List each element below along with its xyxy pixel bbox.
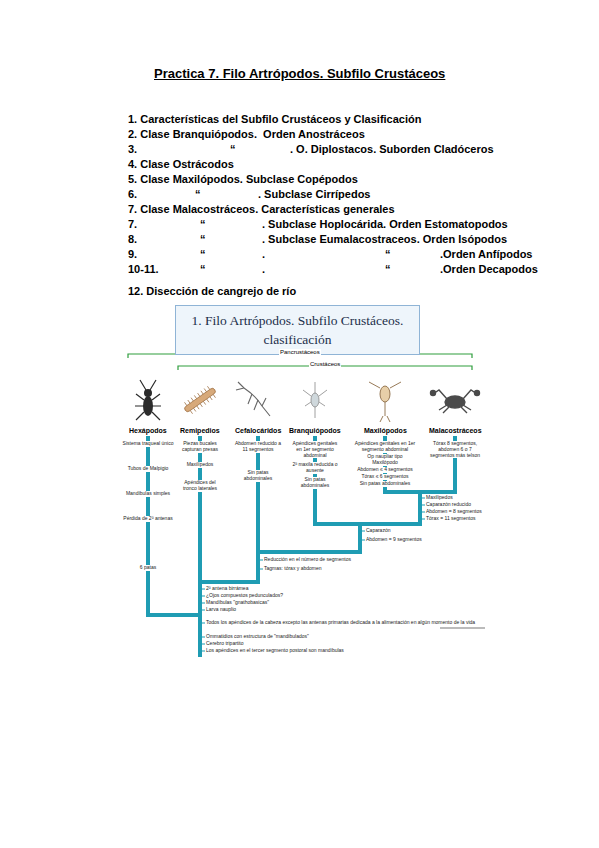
- taxon-name: Maxilópodos: [363, 427, 408, 434]
- list-item: 10-11.: [128, 263, 159, 275]
- list-item: 8.: [128, 233, 137, 245]
- list-item: “: [385, 263, 391, 275]
- list-item: “: [200, 248, 206, 260]
- page-title: Practica 7. Filo Artrópodos. Subfilo Cru…: [154, 66, 445, 81]
- character-label: 6 patas: [120, 565, 176, 571]
- taxon-name: Remipedios: [179, 427, 221, 434]
- list-item: “: [200, 218, 206, 230]
- character-label: Reducción en el número de segmentos: [264, 557, 351, 563]
- list-item: 1. Características del Subfilo Crustáceo…: [128, 113, 421, 125]
- group-bracket-label: Crustáceos: [309, 361, 341, 367]
- list-item: 7. Clase Malacostráceos. Características…: [128, 203, 395, 215]
- character-ticks: [200, 498, 425, 651]
- taxon-name: Hexápodos: [128, 427, 168, 434]
- list-item: 6.: [128, 188, 137, 200]
- character-label: Larva nauplio: [206, 607, 236, 613]
- character-label: Mandíbulas simples: [120, 491, 176, 497]
- character-label: Abdomen ≤ 4 segmentos: [354, 467, 416, 473]
- list-item: 7.: [128, 218, 137, 230]
- separator: [440, 627, 485, 629]
- character-label: Los apéndices en el tercer segmento post…: [206, 648, 344, 654]
- character-label: Tubos de Malpigio: [120, 466, 176, 472]
- list-item: .Orden Anfípodos: [440, 248, 532, 260]
- character-label: Cerebro tripartito: [206, 641, 244, 647]
- taxon-name: Cefalocáridos: [234, 427, 282, 434]
- list-item: . Subclase Cirrípedos: [258, 188, 370, 200]
- character-label: Ommatidios con estructura de "mandibulad…: [206, 634, 309, 640]
- taxon-name: Branquiópodos: [288, 427, 342, 434]
- list-item: “: [385, 248, 391, 260]
- taxon-icons: [135, 380, 480, 422]
- character-label: ¿Ojos compuestos pedunculados?: [206, 593, 283, 599]
- list-item: 2. Clase Branquiópodos. Orden Anostráceo…: [128, 128, 365, 140]
- list-item: 9.: [128, 248, 137, 260]
- list-item: .: [262, 248, 265, 260]
- character-label: Pérdida de 2ª antenas: [120, 516, 176, 522]
- character-label: Apéndices del tronco laterales: [178, 480, 222, 492]
- list-item: “: [200, 263, 206, 275]
- character-label: Tórax ≤ 6 segmentos: [354, 474, 416, 480]
- character-label: Tórax = 11 segmentos: [426, 516, 476, 522]
- list-item: “: [195, 188, 201, 200]
- character-label: Caparazón: [366, 528, 390, 534]
- character-label: Tórax 8 segmentos, abdomen 6 o 7 segment…: [429, 441, 481, 458]
- character-label: Maxilípedos: [426, 495, 453, 501]
- list-item: .: [262, 263, 265, 275]
- character-label: Caparazón reducido: [426, 502, 471, 508]
- list-item: .Orden Decapodos: [440, 263, 538, 275]
- list-item: 3.: [128, 143, 137, 155]
- character-label: Mandíbulas "gnathobasicas": [206, 600, 269, 606]
- taxon-name: Malacostráceos: [428, 427, 483, 434]
- list-item: 12. Disección de cangrejo de río: [128, 285, 296, 297]
- list-item: “: [230, 143, 236, 155]
- character-label: Op naupliar tipo Maxilópodo: [354, 454, 416, 466]
- character-label: Tagmas: tórax y abdomen: [264, 566, 322, 572]
- character-label: Sin patas abdominales: [292, 477, 338, 489]
- list-item: 5. Clase Maxilópodos. Subclase Copépodos: [128, 173, 358, 185]
- character-label: Todos los apéndices de la cabeza excepto…: [206, 620, 476, 626]
- list-item: . Subclase Hoplocárida. Orden Estomatopo…: [262, 218, 508, 230]
- character-label: Apéndices genitales en 1er segmento abdo…: [292, 441, 338, 458]
- character-label: Apéndices genitales en 1er segmento abdo…: [354, 441, 416, 453]
- list-item: 4. Clase Ostrácodos: [128, 158, 234, 170]
- character-label: Abdomen = 8 segmentos: [426, 509, 482, 515]
- character-label: 2ª maxila reducida o ausente: [292, 462, 338, 474]
- list-item: . O. Diplostacos. Suborden Cladóceros: [290, 143, 494, 155]
- character-label: Piezas bucales capturan presas: [178, 441, 222, 453]
- group-bracket-label: Pancrustáceos: [279, 349, 321, 355]
- character-label: Abdomen reducido a 11 segmentos: [234, 441, 282, 453]
- character-label: 2ª antena birrámea: [206, 586, 248, 592]
- character-label: Abdomen = 9 segmentos: [366, 537, 422, 543]
- list-item: . Subclase Eumalacostraceos. Orden Isópo…: [262, 233, 507, 245]
- character-label: Sin patas abdominales: [234, 470, 282, 482]
- box-title: 1. Filo Artrópodos. Subfilo Crustáceos. …: [192, 313, 404, 347]
- character-label: Sin patas abdominales: [354, 481, 416, 487]
- image-title-box: 1. Filo Artrópodos. Subfilo Crustáceos. …: [175, 305, 420, 355]
- list-item: “: [200, 233, 206, 245]
- character-label: Maxilípedos: [178, 462, 222, 468]
- character-label: Sistema traqueal único: [120, 441, 176, 447]
